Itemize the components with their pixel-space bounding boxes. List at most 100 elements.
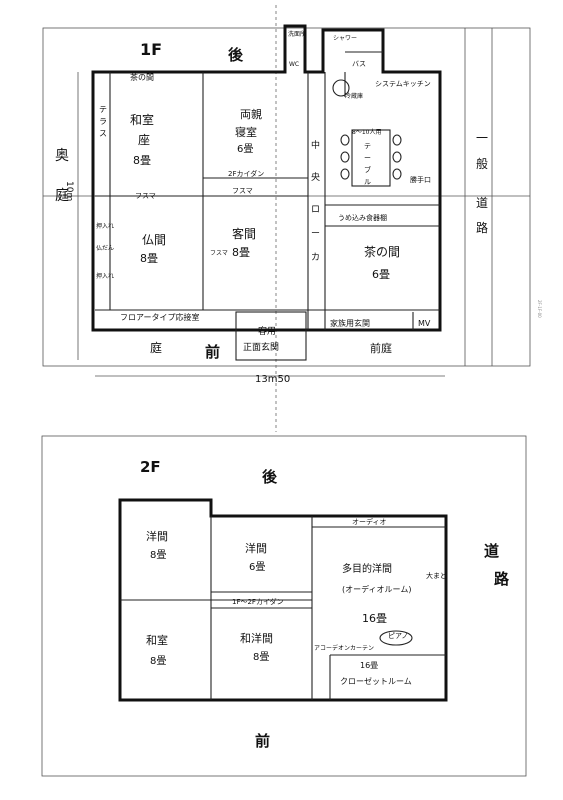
- parents-size: 6畳: [237, 143, 253, 155]
- piano-shape: [379, 630, 413, 646]
- closet-size: 16畳: [360, 661, 378, 670]
- chanoma-label: 茶の間: [364, 244, 400, 259]
- parents-bed: 寝室: [235, 125, 257, 139]
- terrace-label-3: ス: [99, 129, 107, 138]
- road-2f-1: 道: [484, 542, 499, 560]
- toilet-label: 洗面所: [288, 30, 306, 38]
- front-entrance: 正面玄関: [243, 341, 279, 353]
- fridge-label: 冷蔵庫: [345, 92, 363, 100]
- f2-washitsu-size: 8畳: [150, 655, 166, 667]
- floor1-plan: 茶の間 テ ラ ス 和室 座 8畳 両親 寝室 6畳 2Fカイダン フスマ フス…: [91, 24, 442, 361]
- guest-entrance: 客用: [258, 325, 276, 337]
- floor1-border: [42, 27, 531, 367]
- corridor-2: 央: [311, 171, 320, 183]
- table-label-2: ー: [364, 154, 371, 162]
- kyakuma-size: 8畳: [232, 246, 250, 259]
- oshiire-2: 押入れ: [96, 272, 114, 280]
- f2-washitsu-label: 和室: [146, 633, 168, 647]
- washitsu-label: 和室: [130, 112, 154, 127]
- table-label-1: テ: [364, 142, 371, 150]
- katteguchi-label: 勝手口: [410, 175, 431, 184]
- terrace-label: テ: [99, 105, 107, 114]
- tea-room-top: 茶の間: [130, 72, 154, 82]
- kyakuma-label: 客間: [232, 226, 256, 241]
- dimension-label: 13m50: [255, 374, 290, 385]
- road-label-3: 道: [476, 196, 488, 210]
- washitsu-size: 8畳: [133, 154, 151, 167]
- youma1-label: 洋間: [146, 529, 168, 543]
- shokkidana-label: うめ込み食器棚: [338, 213, 387, 222]
- fridge-circle: [332, 79, 350, 97]
- wayouma-label: 和洋間: [240, 631, 273, 645]
- floor1-sheet: 1F 後 前 奥 庭 10m 庭 前庭 一 般 道 路 13m50: [42, 5, 531, 432]
- road-label-4: 路: [476, 220, 488, 235]
- floor1-front-label: 前: [205, 343, 220, 361]
- family-entrance: 家族用玄関: [330, 318, 370, 328]
- youma2-label: 洋間: [245, 541, 267, 555]
- butsudan: 仏だん: [96, 245, 114, 252]
- accordion-label: アコーデオンカーテン: [314, 644, 374, 652]
- fusuma-v: フスマ: [210, 250, 228, 257]
- floor-type-room: フロアータイプ応接室: [120, 312, 200, 322]
- road-2f-2: 路: [494, 570, 510, 588]
- wayouma-size: 8畳: [253, 651, 269, 663]
- floor1-back-label: 後: [227, 46, 244, 64]
- wc-label: WC: [289, 61, 299, 68]
- kitchen-label: システムキッチン: [375, 80, 431, 88]
- floor1-outer-wall: [91, 24, 442, 332]
- table-label-3: ブ: [364, 165, 371, 174]
- okuniwa-label-1: 奥: [55, 147, 69, 164]
- floor2-plan: 洋間 8畳 洋間 6畳 オーディオ 多目的洋間 (オーディオルーム) 16畳 大…: [118, 498, 448, 702]
- youma1-size: 8畳: [150, 549, 166, 561]
- fusuma-h2: フスマ: [232, 187, 253, 195]
- youma2-size: 6畳: [249, 561, 265, 573]
- piano-label: ピアノ: [388, 632, 408, 640]
- corridor-5: カ: [311, 252, 320, 263]
- corridor-1: 中: [311, 139, 320, 151]
- stairs-label: 1F〜2Fカイダン: [232, 597, 284, 606]
- butsuma-size: 8畳: [140, 252, 158, 265]
- floor2-border: [41, 435, 527, 777]
- table-label-4: ル: [364, 178, 371, 186]
- floor2-front-label: 前: [255, 732, 270, 750]
- road-label-1: 一: [476, 131, 488, 145]
- closet-label: クローゼットルーム: [340, 676, 412, 686]
- mv-label: MV: [418, 319, 431, 328]
- chair-1: [340, 134, 350, 146]
- audio-label: オーディオ: [352, 517, 387, 526]
- corridor-3: ロ: [311, 205, 320, 215]
- road-label-2: 般: [476, 156, 488, 171]
- table-people: 8〜10人用: [352, 129, 381, 136]
- chair-6: [392, 168, 402, 180]
- oshiire-1: 押入れ: [96, 222, 114, 230]
- okuniwa-label-2: 庭: [55, 187, 69, 204]
- floor2-outer-wall: [118, 498, 448, 702]
- multi-size: 16畳: [362, 612, 387, 625]
- multi-sub: (オーディオルーム): [342, 584, 411, 594]
- washitsu-za: 座: [138, 132, 150, 147]
- maeniwa-label: 前庭: [370, 341, 392, 355]
- niwa-label: 庭: [150, 340, 162, 355]
- terrace-label-2: ラ: [99, 117, 107, 126]
- chair-4: [392, 134, 402, 146]
- okuniwa-depth: 10m: [64, 181, 74, 201]
- multi-label: 多目的洋間: [342, 562, 392, 575]
- curtain-2f: 2Fカイダン: [228, 169, 264, 178]
- chanoma-size: 6畳: [372, 268, 390, 281]
- chair-5: [392, 151, 402, 163]
- fusuma-h: フスマ: [135, 192, 156, 200]
- parents-label: 両親: [240, 108, 262, 121]
- margin-note: 2F-1F-00: [537, 300, 542, 318]
- bath-label: バス: [352, 60, 366, 68]
- chair-3: [340, 168, 350, 180]
- corridor-4: ー: [311, 229, 320, 239]
- floor2-sheet: 2F 後 前 道 路: [41, 435, 527, 777]
- entrance-box: [235, 311, 307, 361]
- shower-label: シャワー: [333, 35, 357, 42]
- floor2-back-label: 後: [261, 468, 278, 486]
- floor1-label: 1F: [140, 40, 162, 59]
- odo-label: 大まど: [426, 571, 447, 580]
- dining-table: [351, 129, 391, 187]
- floor2-label: 2F: [140, 458, 161, 476]
